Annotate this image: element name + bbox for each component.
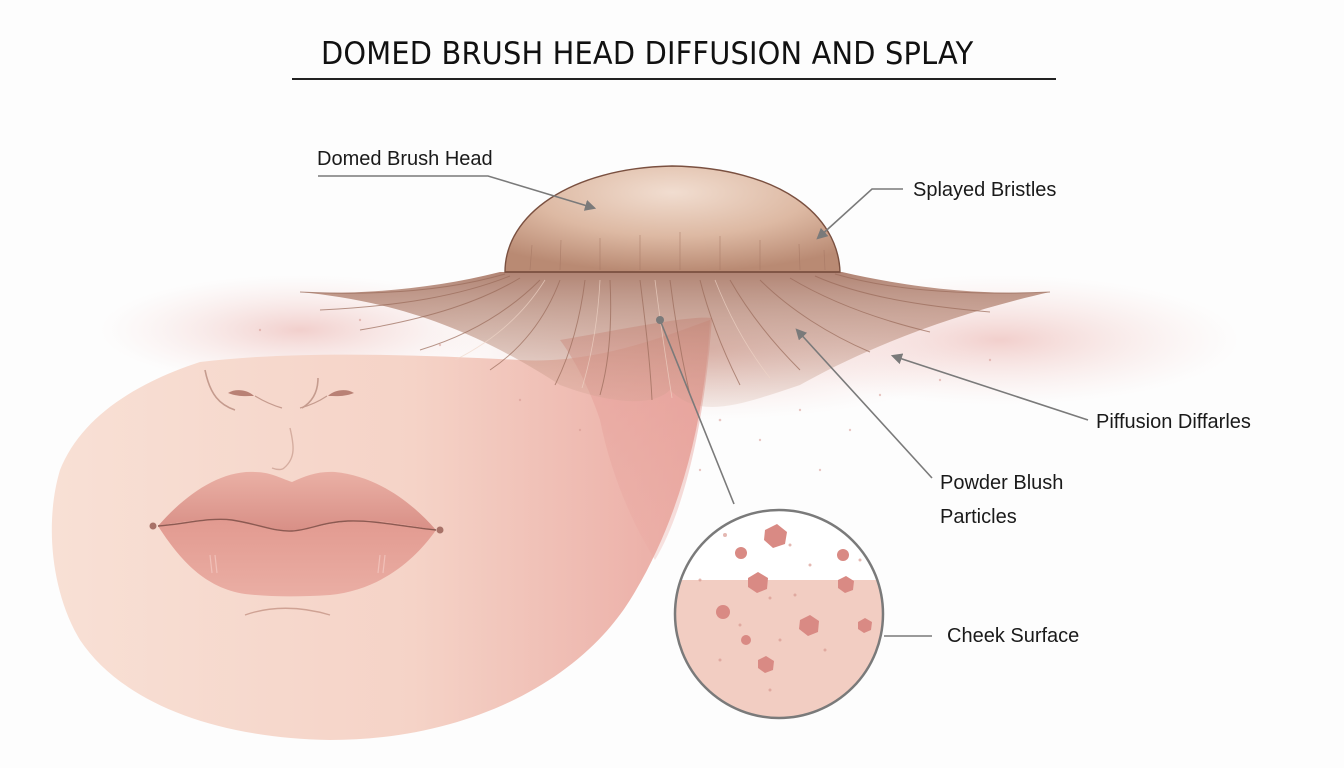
label-diffusion-particles: Piffusion Diffarles [1096,411,1251,433]
title-underline [292,78,1056,80]
splayed-bristles [299,272,1051,407]
label-powder-blush-particles: Powder Blush Particles [940,466,1063,534]
leader-dot [656,316,664,324]
cheek-surface-inset [673,508,885,720]
label-splayed-bristles: Splayed Bristles [913,179,1057,201]
face [51,317,712,740]
domed-brush-head [504,165,841,273]
page-title: DOMED BRUSH HEAD DIFFUSION AND SPLAY [321,36,974,72]
label-powder-line-2: Particles [940,506,1017,528]
label-cheek-surface: Cheek Surface [947,625,1080,647]
label-powder-line-1: Powder Blush [940,472,1064,494]
powder-particles [258,318,992,472]
label-domed-brush-head: Domed Brush Head [317,148,493,170]
leader-lines [318,175,1089,637]
